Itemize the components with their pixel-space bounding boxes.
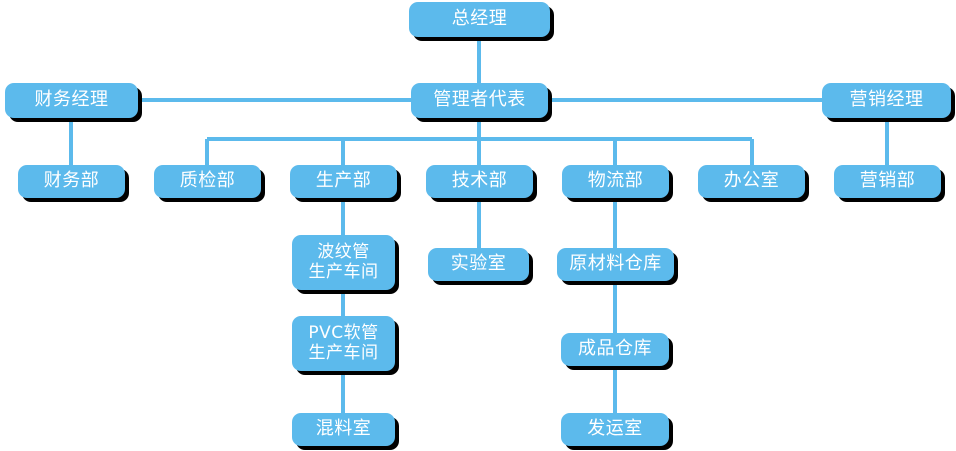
org-node-fin_wh[interactable]: 成品仓库 (561, 333, 669, 366)
org-node-shipping[interactable]: 发运室 (561, 413, 669, 446)
org-node-pvc_hose[interactable]: PVC软管 生产车间 (292, 316, 395, 371)
org-node-raw_wh[interactable]: 原材料仓库 (557, 248, 674, 281)
org-node-mixing[interactable]: 混料室 (292, 413, 395, 446)
org-node-marketing_mgr[interactable]: 营销经理 (822, 83, 951, 118)
org-node-finance_mgr[interactable]: 财务经理 (5, 83, 138, 118)
org-node-tech_dept[interactable]: 技术部 (426, 165, 533, 198)
org-node-corrugated[interactable]: 波纹管 生产车间 (292, 235, 395, 290)
org-node-finance_dept[interactable]: 财务部 (18, 165, 125, 198)
org-node-qc_dept[interactable]: 质检部 (154, 165, 261, 198)
org-node-lab[interactable]: 实验室 (428, 248, 529, 281)
org-node-mgmt_rep[interactable]: 管理者代表 (411, 83, 548, 118)
org-node-prod_dept[interactable]: 生产部 (290, 165, 397, 198)
org-node-office[interactable]: 办公室 (698, 165, 805, 198)
org-node-logi_dept[interactable]: 物流部 (562, 165, 669, 198)
org-node-mkt_dept[interactable]: 营销部 (834, 165, 941, 198)
org-node-gm[interactable]: 总经理 (409, 2, 550, 37)
